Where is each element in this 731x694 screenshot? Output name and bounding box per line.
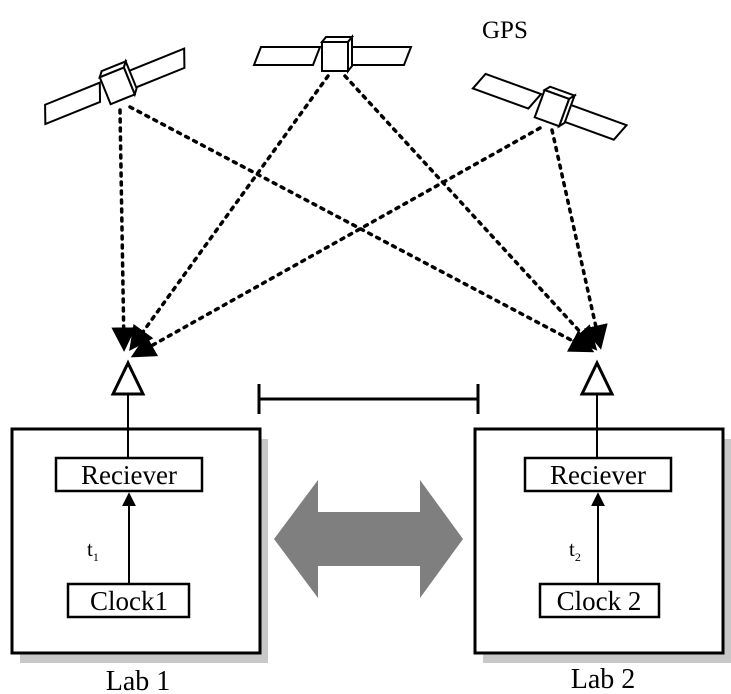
lab1-clock-label: Clock1 [90,586,168,616]
lab1-time-label: t1 [87,537,99,564]
baseline-bar [257,384,480,414]
antenna-lab2-icon [579,359,615,396]
lab2-time-label: t2 [569,537,581,564]
gps-label: GPS [482,17,528,44]
lab1-name: Lab 1 [106,666,171,694]
lab1-receiver-label: Reciever [81,460,177,490]
signal-sat3-lab1 [130,126,542,358]
satellite-3-icon [471,72,629,141]
lab2-name: Lab 2 [571,664,636,694]
comparison-double-arrow [274,480,463,598]
satellite-2-icon [252,34,413,74]
signal-sat1-lab1 [111,108,136,352]
signal-sat2-lab1 [129,74,330,351]
signal-sat3-lab2 [550,128,608,350]
lab2-receiver-box [523,456,673,493]
lab1-receiver-box [54,456,204,493]
antenna-lab1-icon [110,359,146,396]
lab2-clock-label: Clock 2 [557,586,642,616]
lab2-receiver-label: Reciever [550,460,646,490]
signal-sat2-lab2 [343,74,598,351]
signal-paths [111,74,608,358]
lab1-clock-box [66,582,191,619]
satellite-1-icon [44,47,186,126]
lab2-clock-box [538,582,661,619]
